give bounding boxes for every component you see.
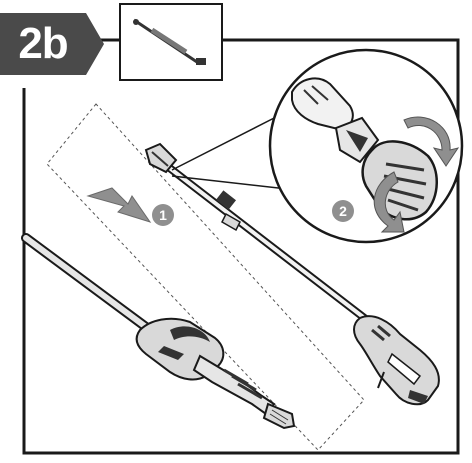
zoom-detail-circle — [268, 48, 464, 244]
upper-handle — [353, 315, 440, 406]
pole-tool-thumbnail-icon — [119, 3, 223, 81]
lower-pole-handle — [21, 233, 296, 430]
step-marker-1: 1 — [152, 204, 174, 226]
insert-direction-arrow-icon — [86, 187, 152, 223]
zoom-callout-lines — [171, 113, 297, 191]
main-frame — [22, 38, 460, 455]
step-marker-2: 2 — [332, 200, 354, 222]
upper-pole — [144, 142, 384, 334]
assembly-guide-box — [46, 103, 365, 451]
rotate-arrows-icon — [403, 116, 460, 167]
step-badge — [0, 13, 104, 75]
